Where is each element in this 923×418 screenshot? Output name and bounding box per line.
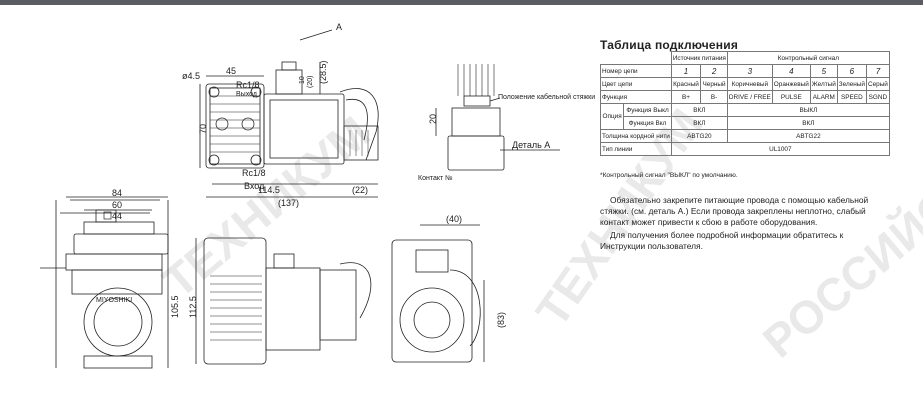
dim-84: 84 (112, 188, 122, 198)
table-title: Таблица подключения (600, 38, 739, 52)
footnote: *Контрольный сигнал "ВЫКЛ" по умолчанию. (600, 172, 738, 179)
label-tie-position: Положение кабельной стяжки (498, 93, 595, 101)
dim-hole: ø4.5 (182, 71, 200, 81)
function-5: ALARM (809, 90, 838, 104)
dim-83: (83) (496, 312, 506, 328)
row-label-line: Тип линии (600, 142, 672, 156)
brand-label: MIYOSHIKI (96, 297, 132, 304)
dim-10: 10 (299, 76, 306, 84)
row-label-cord: Толщина кордной нити (600, 129, 672, 143)
callout-a: A (336, 22, 342, 32)
row-label-color: Цвет цепи (600, 77, 672, 91)
label-rc-top: Rc1/8 (236, 80, 260, 90)
row-label-function: Функция (600, 90, 672, 104)
function-1: B+ (670, 90, 702, 104)
pin-5: 5 (809, 64, 838, 78)
function-7: SGND (865, 90, 890, 104)
dim-112: 112.5 (188, 296, 198, 318)
note-2: Для получения более подробной информации… (600, 230, 844, 251)
function-6: SPEED (836, 90, 867, 104)
label-detail-a: Деталь А (512, 140, 550, 150)
dim-70: 70 (198, 124, 208, 134)
top-view (199, 29, 379, 198)
dim-60: 60 (112, 200, 122, 210)
label-rc-bottom: Rc1/8 (242, 168, 266, 178)
option-off-control: ВЫКЛ (726, 103, 890, 117)
pin-4: 4 (771, 64, 811, 78)
connection-table: Источник питания Контрольный сигнал Номе… (599, 51, 890, 156)
label-contact: Контакт № (418, 175, 453, 182)
blank-cell (600, 51, 672, 65)
option-on-label: Функция Вкл (623, 116, 672, 130)
dim-45: 45 (226, 66, 236, 76)
label-out: Выход (236, 91, 257, 98)
notes: Обязательно закрепите питающие провода с… (600, 195, 882, 254)
detail-a (435, 64, 560, 171)
color-3: Коричневый (726, 77, 773, 91)
color-6: Зеленый (836, 77, 867, 91)
dim-44: 44 (112, 211, 122, 221)
header-control: Контрольный сигнал (726, 51, 890, 65)
dim-20: (20) (307, 76, 314, 88)
note-1: Обязательно закрепите питающие провода с… (600, 195, 869, 227)
color-5: Желтый (809, 77, 838, 91)
function-2: B- (700, 90, 728, 104)
color-7: Серый (865, 77, 890, 91)
dim-137: (137) (278, 198, 299, 208)
function-4: PULSE (771, 90, 811, 104)
dim-detail-20: 20 (428, 114, 438, 124)
option-on-control: ВКЛ (726, 116, 890, 130)
line-type: UL1007 (670, 142, 890, 156)
dim-22: (22) (352, 185, 368, 195)
front-view (40, 196, 169, 369)
row-label-option: Опция (599, 103, 625, 130)
pin-6: 6 (836, 64, 867, 78)
pin-2: 2 (700, 64, 728, 78)
pin-7: 7 (865, 64, 890, 78)
color-1: Красный (670, 77, 702, 91)
label-in: Вход (244, 181, 265, 191)
color-2: Черный (700, 77, 728, 91)
header-power: Источник питания (670, 51, 728, 65)
color-4: Оранжевый (771, 77, 811, 91)
row-label-pin: Номер цепи (600, 64, 672, 78)
dim-105: 105.5 (170, 295, 180, 318)
pin-1: 1 (670, 64, 702, 78)
dim-114: 114.5 (258, 185, 280, 195)
cord-control: ABTG22 (726, 129, 890, 143)
side-view (195, 237, 372, 365)
option-on-power: ВКЛ (670, 116, 728, 130)
function-3: DRIVE / FREE (726, 90, 773, 104)
option-off-label: Функция Выкл (623, 103, 672, 117)
pin-3: 3 (726, 64, 773, 78)
rear-view (391, 224, 485, 363)
dim-40: (40) (446, 214, 462, 224)
dim-28-5: (28.5) (318, 60, 328, 84)
top-bar (0, 0, 923, 5)
cord-power: ABTG20 (670, 129, 728, 143)
option-off-power: ВКЛ (670, 103, 728, 117)
